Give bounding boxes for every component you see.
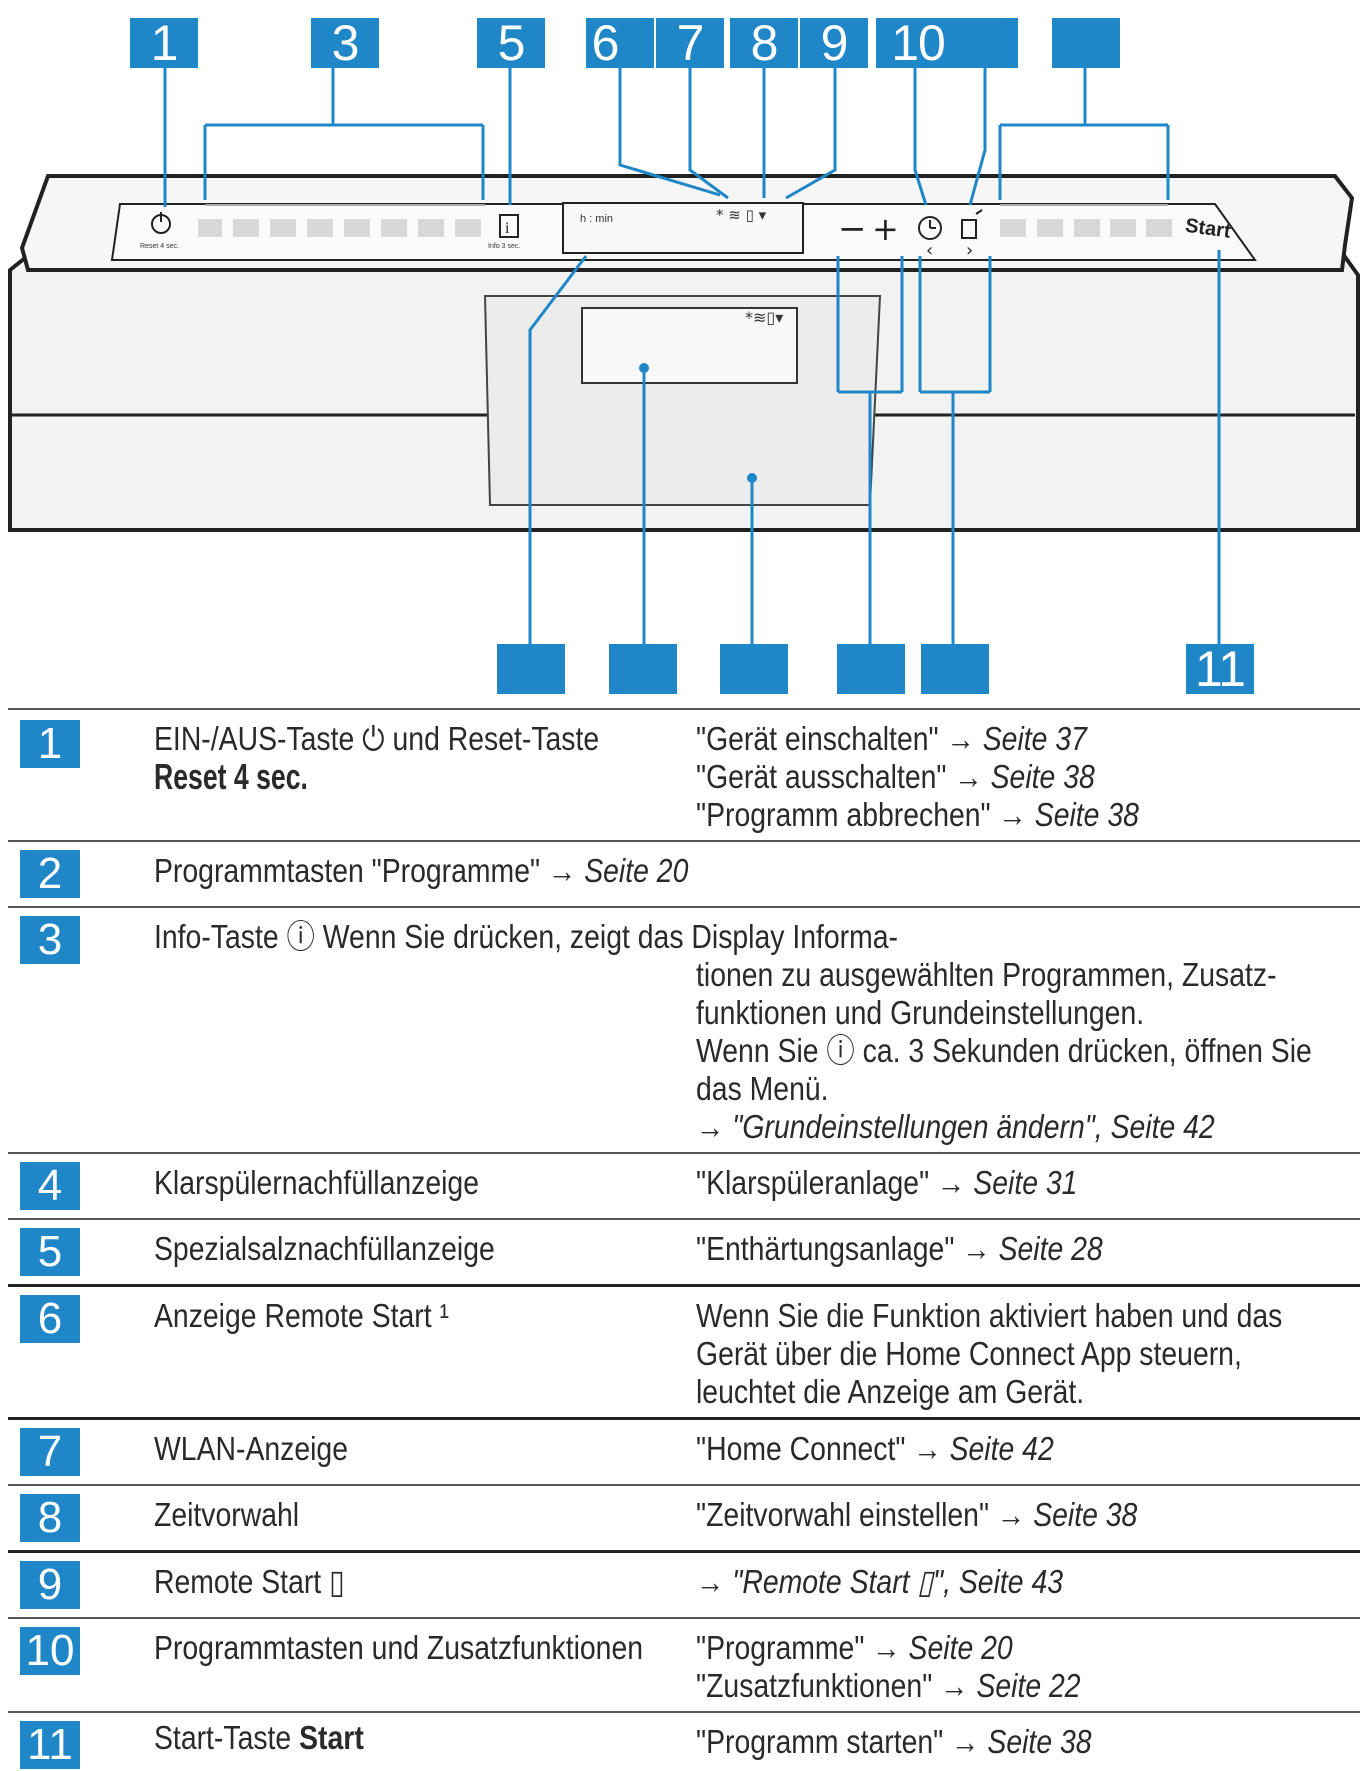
callout-blank-b (1052, 18, 1120, 68)
legend-row-4: 4 Klarspülernachfüllanzeige "Klarspülera… (8, 1152, 1360, 1218)
legend-row-9: 9 Remote Start ▯ → "Remote Start ▯", Sei… (8, 1550, 1360, 1617)
legend-reference: "Home Connect" → Seite 42 (696, 1430, 1054, 1467)
callout-3: 3 (311, 18, 379, 68)
legend-row-5: 5 Spezialsalznachfüllanzeige "Enthärtung… (8, 1218, 1360, 1284)
legend-reference: "Klarspüleranlage" → Seite 31 (696, 1164, 1078, 1201)
legend-number: 11 (20, 1721, 80, 1769)
legend-table: 1 EIN-/AUS-Taste ⏻ und Reset-Taste Reset… (8, 708, 1360, 1771)
right-arrow-icon[interactable]: › (966, 240, 973, 261)
legend-row-8: 8 Zeitvorwahl "Zeitvorwahl einstellen" →… (8, 1484, 1360, 1550)
display-time-format: h : min (580, 213, 613, 225)
left-arrow-icon[interactable]: ‹ (926, 240, 933, 261)
callout-6: 6 (586, 18, 654, 68)
legend-reference: "Programm starten" → Seite 38 (696, 1723, 1092, 1760)
legend-row-7: 7 WLAN-Anzeige "Home Connect" → Seite 42 (8, 1417, 1360, 1484)
legend-number: 3 (20, 916, 80, 964)
legend-description: Info-Taste ⓘ Wenn Sie drücken, zeigt das… (154, 918, 898, 955)
legend-description: Programmtasten und Zusatzfunktionen (154, 1629, 644, 1666)
inner-display-icons: *≋▯▾ (745, 308, 783, 327)
legend-description: Zeitvorwahl (154, 1496, 300, 1533)
callout-bottom-c (720, 644, 788, 694)
inner-display (581, 307, 798, 384)
legend-description: Spezialsalznachfüllanzeige (154, 1230, 495, 1267)
program-buttons-right[interactable] (1000, 219, 1172, 237)
legend-description: Start-Taste Start (154, 1719, 364, 1756)
remote-start-icon[interactable] (961, 209, 983, 239)
legend-reference: → "Remote Start ▯", Seite 43 (696, 1563, 1064, 1600)
program-buttons-left[interactable] (198, 219, 481, 237)
callout-8: 8 (730, 18, 798, 68)
legend-row-3: 3 Info-Taste ⓘ Wenn Sie drücken, zeigt d… (8, 906, 1360, 1152)
legend-description: EIN-/AUS-Taste ⏻ und Reset-Taste Reset 4… (154, 720, 600, 797)
callout-bottom-e (921, 644, 989, 694)
callout-9: 9 (800, 18, 868, 68)
callout-blank-a (950, 18, 1018, 68)
legend-reference: "Enthärtungsanlage" → Seite 28 (696, 1230, 1103, 1267)
callout-bottom-a (497, 644, 565, 694)
legend-description: Remote Start ▯ (154, 1563, 345, 1600)
plus-button[interactable]: + (872, 210, 899, 248)
legend-number: 7 (20, 1428, 80, 1476)
power-button[interactable] (151, 212, 171, 234)
legend-row-10: 10 Programmtasten und Zusatzfunktionen "… (8, 1617, 1360, 1711)
legend-reference: "Gerät einschalten" → Seite 37 "Gerät au… (696, 720, 1139, 833)
display-status-icons: * ≋ ▯ ▾ (716, 206, 767, 224)
svg-text:i: i (505, 220, 510, 237)
callout-bottom-d (837, 644, 905, 694)
legend-reference: "Zeitvorwahl einstellen" → Seite 38 (696, 1496, 1138, 1533)
leader-dots (639, 363, 757, 483)
legend-description: Klarspülernachfüllanzeige (154, 1164, 479, 1201)
legend-number: 8 (20, 1494, 80, 1542)
info-button-label: Info 3 sec. (488, 243, 520, 250)
power-button-label: Reset 4 sec. (140, 243, 179, 250)
legend-reference: tionen zu ausgewählten Programmen, Zusat… (696, 956, 1312, 1145)
callout-bottom-b (609, 644, 677, 694)
legend-number: 1 (20, 720, 80, 768)
legend-row-1: 1 EIN-/AUS-Taste ⏻ und Reset-Taste Reset… (8, 708, 1360, 840)
svg-text:* ≋ ▯ ▾: * ≋ ▯ ▾ (716, 206, 767, 224)
legend-description: Programmtasten "Programme" → Seite 20 (154, 852, 689, 889)
callout-5: 5 (477, 18, 545, 68)
minus-button[interactable]: − (838, 209, 867, 249)
legend-reference: Wenn Sie die Funktion aktiviert haben un… (696, 1297, 1283, 1410)
legend-row-11: 11 Start-Taste Start "Programm starten" … (8, 1711, 1360, 1771)
legend-reference: "Programme" → Seite 20 "Zusatzfunktionen… (696, 1629, 1081, 1704)
legend-number: 2 (20, 850, 80, 898)
legend-row-2: 2 Programmtasten "Programme" → Seite 20 (8, 840, 1360, 906)
legend-number: 9 (20, 1561, 80, 1609)
info-button[interactable]: i (499, 214, 519, 238)
legend-number: 4 (20, 1162, 80, 1210)
control-panel-diagram: *≋▯▾ Reset 4 sec. i Info 3 sec. h : min … (8, 67, 1360, 650)
legend-number: 10 (20, 1627, 80, 1675)
clock-icon[interactable] (918, 216, 942, 240)
legend-row-6: 6 Anzeige Remote Start ¹ Wenn Sie die Fu… (8, 1284, 1360, 1417)
callout-7: 7 (656, 18, 724, 68)
leader-lines (163, 67, 1221, 650)
legend-number: 6 (20, 1295, 80, 1343)
callout-10: 10 (876, 18, 960, 68)
legend-description: WLAN-Anzeige (154, 1430, 349, 1467)
callout-11: 11 (1186, 644, 1254, 694)
panel-display (562, 202, 804, 254)
legend-description: Anzeige Remote Start ¹ (154, 1297, 449, 1334)
legend-number: 5 (20, 1228, 80, 1276)
callout-1: 1 (130, 18, 198, 68)
